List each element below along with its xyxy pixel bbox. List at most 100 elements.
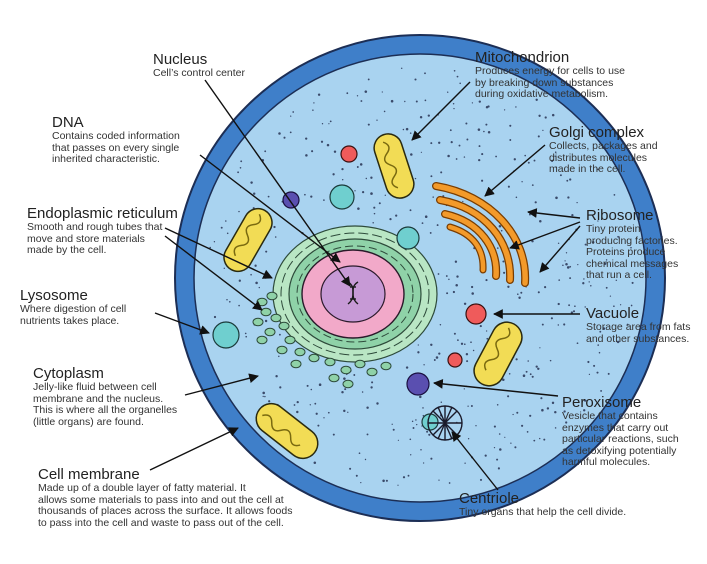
ribosome-dot bbox=[615, 279, 618, 282]
ribosome-dot bbox=[389, 217, 392, 221]
ribosome-dot bbox=[558, 279, 561, 281]
lysosome-desc-line: Where digestion of cell bbox=[20, 303, 127, 315]
ribosome-dot bbox=[570, 311, 574, 314]
ribosome-dot bbox=[452, 103, 455, 105]
label-lysosome: Lysosome Where digestion of cell nutrien… bbox=[20, 287, 126, 327]
ribosome-dot bbox=[538, 114, 541, 117]
ribosome-dot bbox=[326, 143, 330, 147]
ribosome-dot bbox=[244, 332, 247, 335]
ribosome-dot bbox=[554, 410, 557, 414]
ribosome-dot bbox=[550, 159, 554, 163]
ribosome-dot bbox=[554, 155, 556, 157]
ribosome-dot bbox=[343, 409, 346, 413]
er-vesicle bbox=[380, 361, 392, 371]
ribosome-dot bbox=[527, 161, 530, 164]
ribosome-dot bbox=[584, 306, 586, 308]
ribosome-dot bbox=[588, 373, 591, 376]
cytoplasm-desc-line: (little organs) are found. bbox=[33, 415, 144, 428]
lysosome bbox=[396, 226, 420, 250]
ribosome-dot bbox=[571, 213, 574, 217]
ribosome-dot bbox=[539, 347, 541, 349]
ribosome-dot bbox=[565, 262, 568, 266]
ribosome-desc-line: that run a cell. bbox=[586, 269, 652, 281]
ribosome-dot bbox=[542, 129, 544, 132]
ribosome-dot bbox=[524, 154, 526, 157]
ribosome-dot bbox=[517, 293, 519, 295]
ribosome-dot bbox=[304, 193, 306, 196]
ribosome-dot bbox=[531, 184, 534, 186]
er-vesicle bbox=[256, 335, 268, 345]
ribosome-dot bbox=[470, 285, 474, 289]
ribosome-dot bbox=[349, 467, 352, 470]
ribosome-dot bbox=[457, 339, 459, 341]
ribosome-dot bbox=[250, 181, 253, 184]
er-vesicle bbox=[278, 321, 290, 331]
ribosome-dot bbox=[320, 140, 324, 143]
ribosome-dot bbox=[616, 340, 620, 344]
ribosome-dot bbox=[613, 194, 616, 196]
ribosome-dot bbox=[450, 141, 453, 144]
ribosome-dot bbox=[590, 341, 592, 343]
ribosome-dot bbox=[265, 250, 268, 253]
ribosome-title: Ribosome bbox=[586, 207, 654, 224]
ribosome-dot bbox=[237, 171, 240, 174]
ribosome-dot bbox=[420, 448, 422, 451]
ribosome-dot bbox=[420, 151, 423, 153]
ribosome-dot bbox=[574, 305, 576, 308]
ribosome-dot bbox=[250, 273, 252, 276]
ribosome-dot bbox=[432, 196, 434, 198]
label-golgi-complex: Golgi complex Collects, packages and dis… bbox=[549, 124, 658, 176]
ribosome-dot bbox=[381, 91, 383, 93]
ribosome-dot bbox=[583, 278, 585, 280]
ribosome-dot bbox=[521, 424, 524, 427]
ribosome-dot bbox=[355, 474, 358, 477]
ribosome-dot bbox=[515, 106, 517, 108]
ribosome-dot bbox=[499, 448, 502, 451]
ribosome-dot bbox=[544, 286, 547, 289]
ribosome-dot bbox=[526, 431, 529, 433]
ribosome-dot bbox=[402, 476, 406, 479]
ribosome-dot bbox=[238, 210, 240, 213]
ribosome-dot bbox=[465, 122, 468, 125]
ribosome-dot bbox=[485, 123, 488, 126]
mitochondrion bbox=[255, 402, 319, 460]
ribosome-dot bbox=[483, 130, 485, 133]
ribosome-dot bbox=[598, 351, 601, 354]
ribosome-dot bbox=[515, 358, 518, 361]
ribosome-dot bbox=[521, 181, 523, 183]
ribosome-dot bbox=[481, 81, 484, 83]
ribosome-dot bbox=[365, 177, 368, 180]
ribosome-dot bbox=[423, 364, 425, 366]
ribosome-dot bbox=[576, 201, 578, 204]
ribosome-dot bbox=[477, 128, 481, 131]
golgi-desc-line: Collects, packages and bbox=[549, 140, 658, 152]
ribosome-dot bbox=[613, 305, 615, 308]
ribosome-dot bbox=[537, 135, 540, 138]
ribosome-dot bbox=[262, 395, 264, 398]
ribosome-dot bbox=[361, 190, 365, 194]
vacuole bbox=[465, 303, 487, 325]
ribosome-dot bbox=[370, 386, 373, 389]
nucleus-desc-line: Cell’s control center bbox=[153, 67, 246, 79]
ribosome-dot bbox=[213, 241, 216, 243]
er-desc-line: made by the cell. bbox=[27, 244, 107, 256]
ribosome-dot bbox=[238, 279, 241, 282]
ribosome-dot bbox=[421, 222, 424, 224]
ribosome-dot bbox=[533, 439, 536, 442]
ribosome-desc-line: Proteins produce bbox=[586, 246, 666, 258]
ribosome-dot bbox=[544, 116, 547, 119]
ribosome-dot bbox=[458, 144, 461, 147]
ribosome-dot bbox=[409, 209, 412, 212]
er-vesicle bbox=[308, 353, 320, 363]
ribosome-dot bbox=[373, 212, 376, 215]
ribosome-dot bbox=[504, 436, 506, 438]
ribosome-dot bbox=[435, 356, 439, 359]
ribosome-dot bbox=[430, 343, 433, 347]
ribosome-dot bbox=[328, 123, 330, 125]
ribosome-dot bbox=[466, 138, 469, 141]
ribosome-dot bbox=[317, 93, 321, 96]
ribosome-dot bbox=[252, 192, 256, 195]
ribosome-dot bbox=[569, 265, 572, 268]
label-peroxisome: Peroxisome Vesicle that contains enzymes… bbox=[562, 394, 679, 469]
ribosome-dot bbox=[481, 153, 484, 156]
